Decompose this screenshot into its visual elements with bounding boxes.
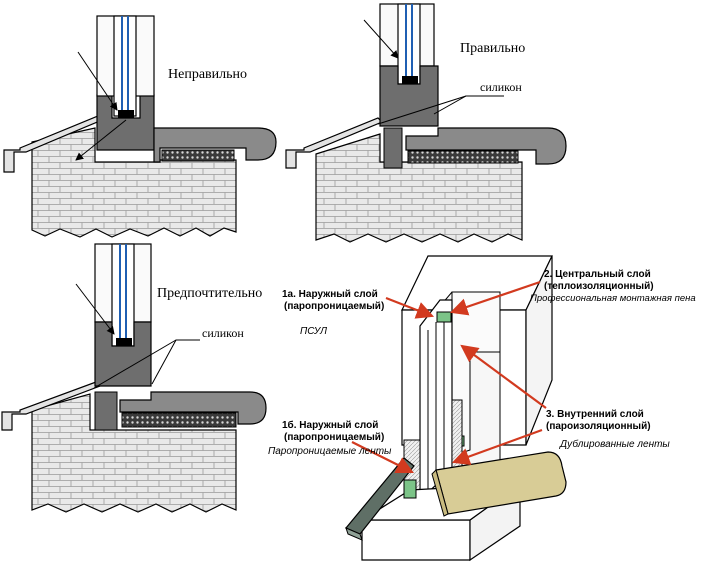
label-silicone: силикон bbox=[202, 326, 244, 340]
label-preferred: Предпочтительно bbox=[157, 286, 262, 301]
base-slab bbox=[361, 519, 471, 561]
layer-3-subtitle: (пароизоляционный) bbox=[546, 421, 651, 432]
panel-3d-layers: 1а. Наружный слой (паропроницаемый) ПСУЛ… bbox=[268, 255, 696, 562]
arrow-pointer bbox=[363, 19, 399, 59]
layer-1b-subtitle: (паропроницаемый) bbox=[284, 432, 384, 443]
layer-1b-title: 1б. Наружный слой bbox=[282, 419, 378, 431]
arrow-3b bbox=[451, 428, 543, 466]
insulation-strip bbox=[161, 149, 235, 162]
interior-sill bbox=[119, 391, 267, 425]
panel-wrong: Неправильно bbox=[3, 15, 277, 238]
label-wrong: Неправильно bbox=[168, 67, 247, 82]
frame-support-block bbox=[94, 391, 118, 431]
frame-support-block bbox=[383, 127, 403, 169]
silicone-leader bbox=[151, 339, 200, 385]
outer-drip-sill bbox=[3, 115, 104, 173]
arrow-pointer bbox=[77, 51, 118, 111]
insulation-strip bbox=[121, 412, 237, 428]
outer-drip-sill bbox=[1, 381, 102, 431]
silicone-leader bbox=[433, 95, 504, 115]
outer-drip-sill bbox=[285, 117, 384, 169]
layer-3-note: Дублированные ленты bbox=[559, 438, 670, 450]
layer-3-title: 3. Внутренний слой bbox=[546, 409, 644, 420]
layer-1a-subtitle: (паропроницаемый) bbox=[284, 301, 384, 312]
foam-layer bbox=[436, 311, 452, 323]
arrow-3 bbox=[460, 344, 547, 409]
arrow-pointer bbox=[75, 119, 127, 161]
layer-1b-note: Паропроницаемые ленты bbox=[268, 446, 392, 457]
arrow-pointer bbox=[75, 283, 115, 335]
layer-2-note: Профессиональная монтажная пена bbox=[530, 293, 696, 304]
window-frame bbox=[379, 65, 439, 127]
arrow-1b bbox=[351, 441, 414, 473]
layer-2-title: 2. Центральный слой bbox=[544, 269, 651, 280]
arrow-2 bbox=[449, 280, 541, 316]
panel-right: Правильно силикон bbox=[285, 3, 567, 243]
label-right: Правильно bbox=[460, 41, 525, 56]
arrow-1a bbox=[385, 296, 435, 319]
interior-sill bbox=[153, 127, 277, 163]
label-silicone: силикон bbox=[480, 80, 522, 94]
insulation-strip bbox=[407, 150, 519, 164]
interior-sill bbox=[405, 127, 567, 165]
layer-1a-note: ПСУЛ bbox=[300, 326, 327, 337]
brick-wall bbox=[31, 393, 237, 513]
panel-preferred: Предпочтительно силикон bbox=[1, 243, 267, 513]
layer-1a-title: 1а. Наружный слой bbox=[282, 289, 378, 300]
wooden-sill bbox=[435, 451, 567, 515]
layer-2-subtitle: (теплоизоляционный) bbox=[544, 281, 654, 292]
